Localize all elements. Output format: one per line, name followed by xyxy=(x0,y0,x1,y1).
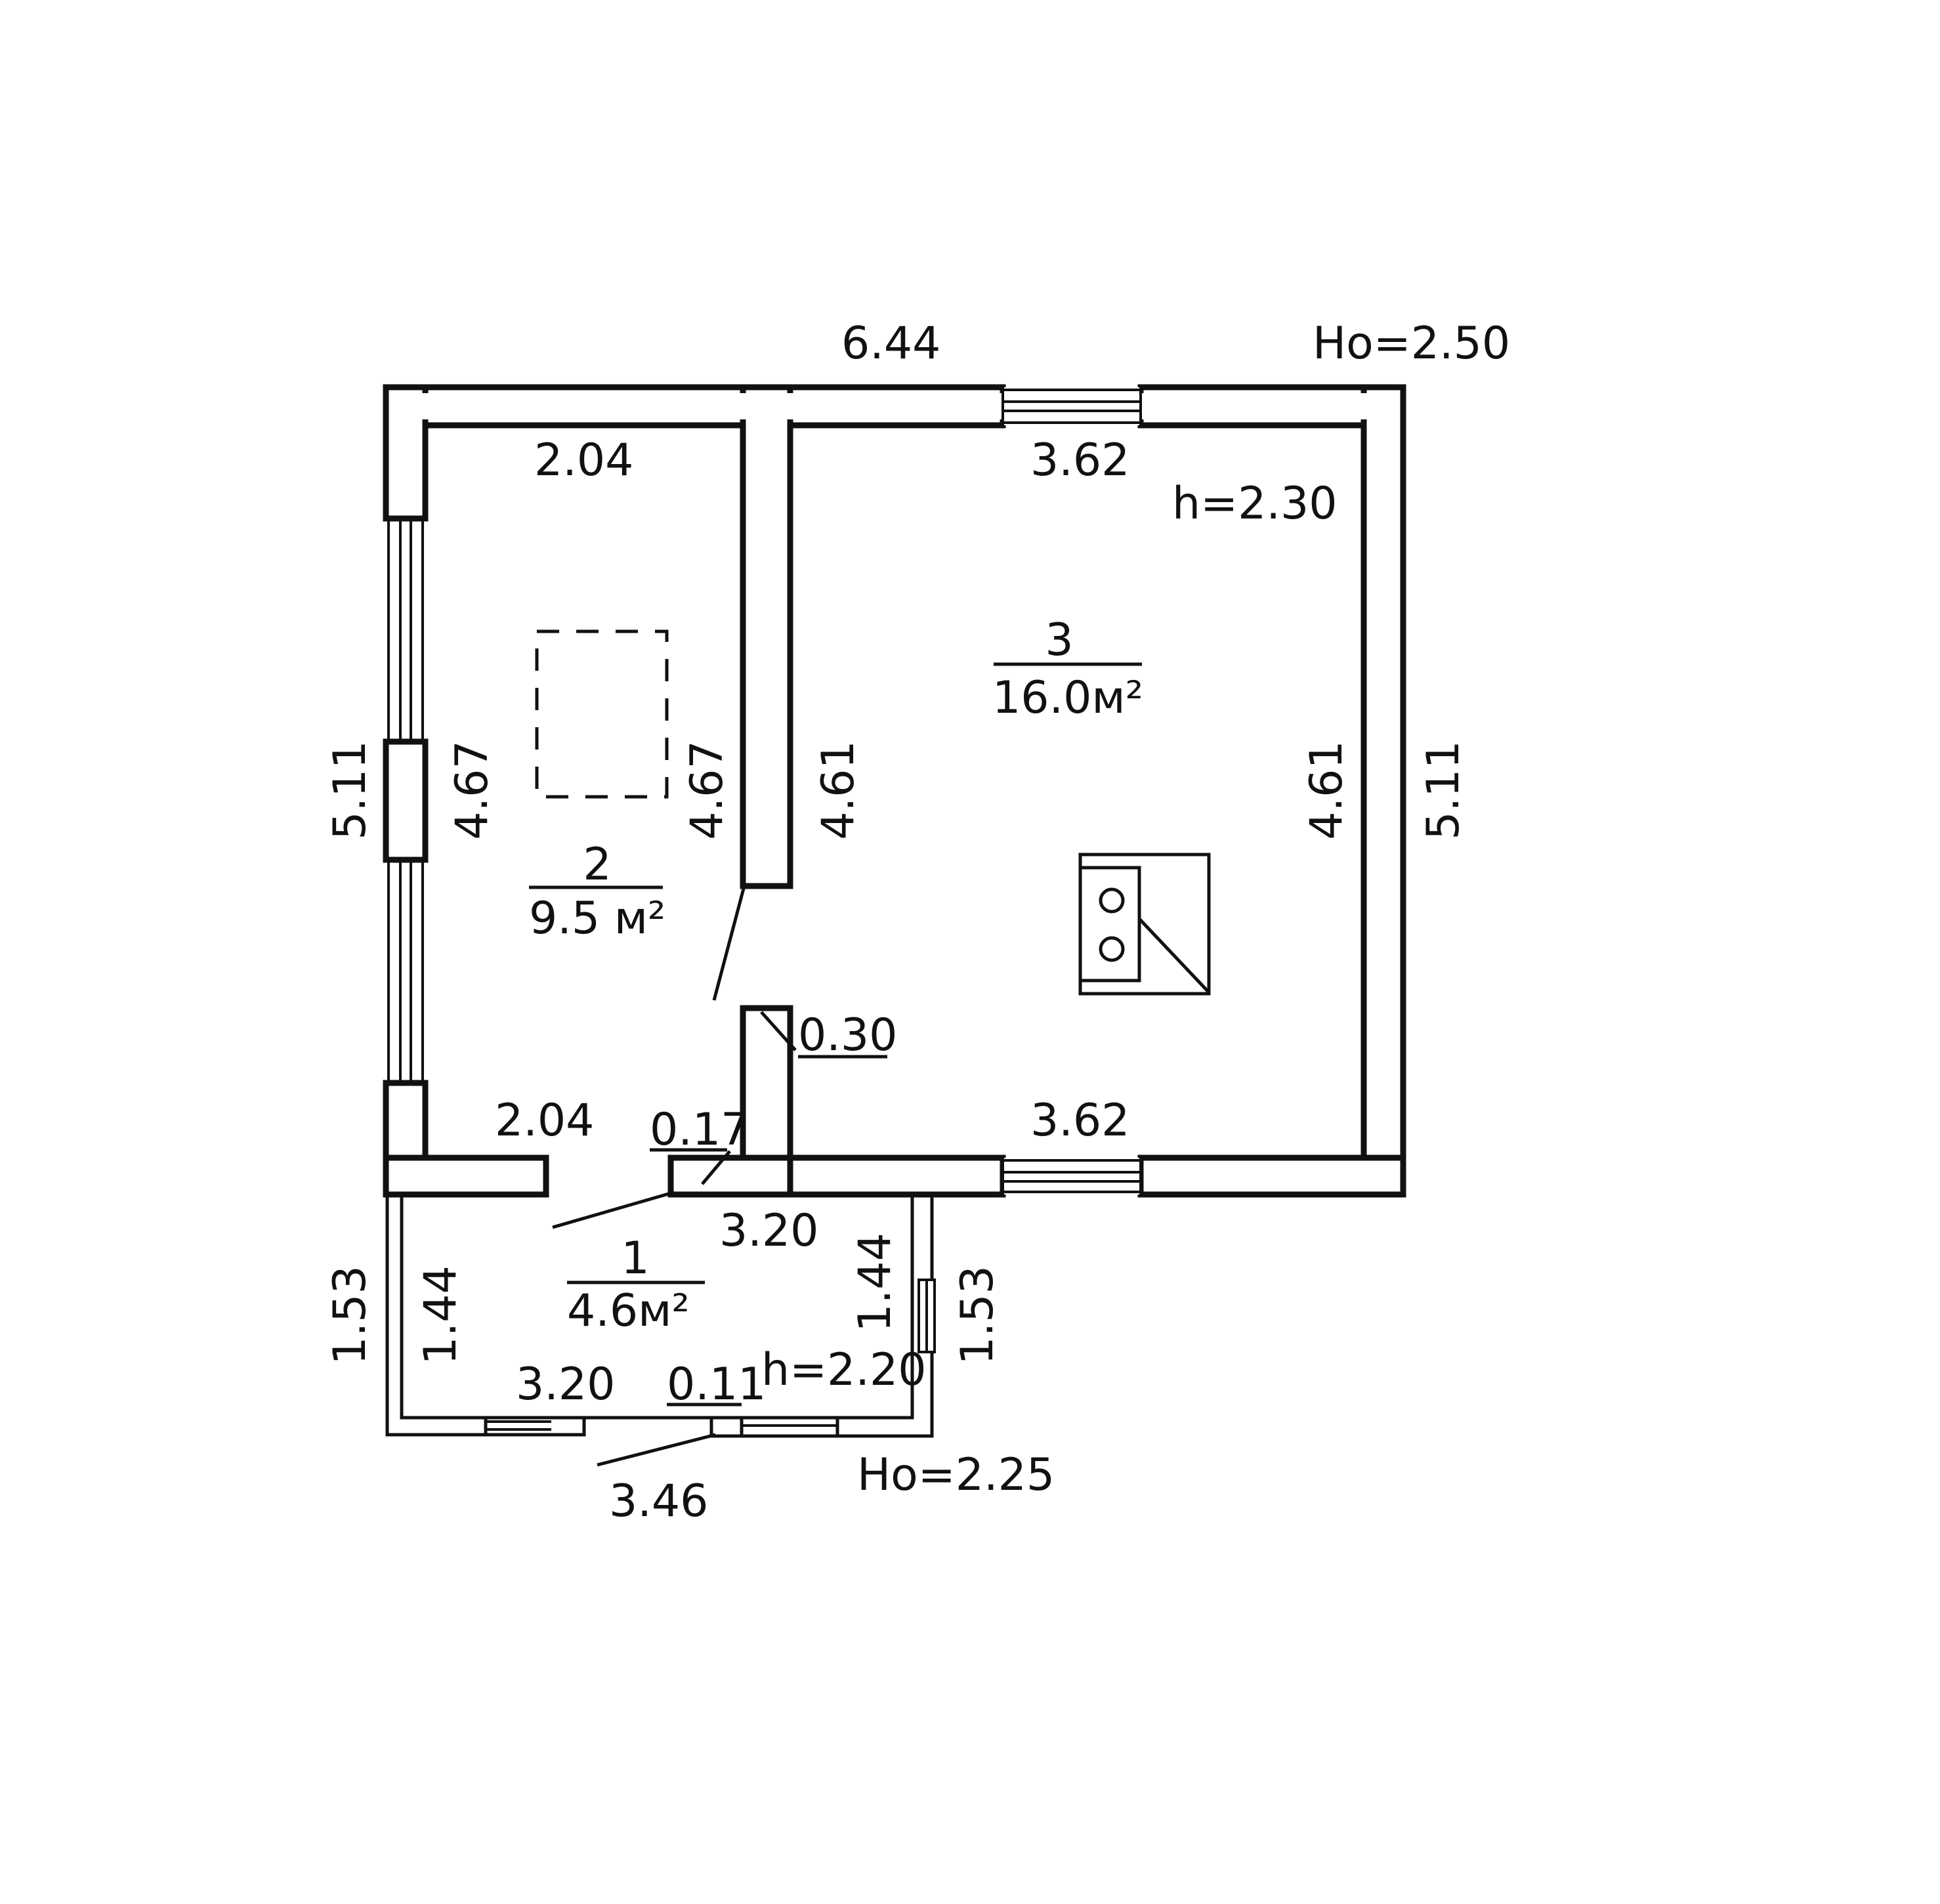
window-left-upper xyxy=(387,518,424,742)
inner-line-bottom-mid xyxy=(669,1006,1003,1195)
room3-number: 3 xyxy=(1045,614,1073,666)
doors xyxy=(552,885,797,1229)
porch-left-outer xyxy=(385,1196,486,1437)
left-wall-pier xyxy=(383,738,429,863)
room2-outer-height: 5.11 xyxy=(324,740,376,839)
top-wall-fill xyxy=(392,393,1396,419)
room3-left-inner-height: 4.61 xyxy=(812,740,864,839)
room1-top-width: 3.20 xyxy=(719,1205,818,1257)
room1-left-outer-height: 1.53 xyxy=(324,1265,376,1365)
room1-area: 4.6м² xyxy=(567,1285,690,1337)
room1-number: 1 xyxy=(621,1233,649,1284)
room1-door-width: 0.17 xyxy=(650,1104,749,1156)
total-width-label: 6.44 xyxy=(841,318,940,370)
porch-door-jamb xyxy=(709,1416,744,1438)
bottom-wall-right xyxy=(1137,1154,1406,1198)
room1-left-inner-height: 1.44 xyxy=(415,1265,467,1365)
partition-foot xyxy=(667,1154,793,1198)
room1-entry-door-width: 0.11 xyxy=(667,1359,766,1410)
room2-number: 2 xyxy=(583,839,611,891)
porch-left-inner xyxy=(400,1196,486,1420)
porch-entry-door xyxy=(597,1433,716,1467)
door-room2-leaf xyxy=(712,885,746,1001)
door-porch-tick xyxy=(701,1150,731,1185)
room3-area: 16.0м² xyxy=(992,672,1143,724)
room2-top-width: 2.04 xyxy=(534,434,633,486)
room1-ceiling: h=2.20 xyxy=(761,1344,926,1396)
door-room3-tick xyxy=(760,1011,797,1051)
door-porch-leaf xyxy=(552,1191,671,1229)
inner-line-bottom-left xyxy=(386,1083,548,1196)
bottom-wall-room2 xyxy=(383,1154,549,1198)
porch-right-inner xyxy=(837,1196,914,1420)
window-bottom xyxy=(1002,1158,1142,1195)
porch-walls xyxy=(385,1196,936,1467)
windows xyxy=(387,387,1142,1195)
room3-outer-height: 5.11 xyxy=(1418,740,1469,839)
room1-outer-width: 3.46 xyxy=(609,1475,708,1527)
room3-top-width: 3.62 xyxy=(1030,434,1129,486)
room3-right-inner-height: 4.61 xyxy=(1301,740,1353,839)
room2-left-inner-height: 4.67 xyxy=(446,740,498,839)
partition-upper xyxy=(740,384,793,889)
room3-bottom-width: 3.62 xyxy=(1030,1095,1129,1147)
porch-right-outer xyxy=(837,1196,934,1438)
stove-outline xyxy=(535,629,669,799)
room3-door-width: 0.30 xyxy=(798,1009,897,1061)
room2-right-inner-height: 4.67 xyxy=(681,740,733,839)
inner-lines xyxy=(386,423,1366,1196)
outer-height-porch-label: Ho=2.25 xyxy=(857,1449,1055,1501)
room1-right-inner-height: 1.44 xyxy=(849,1233,901,1332)
room3-ceiling: h=2.30 xyxy=(1172,478,1337,530)
cooker-icon xyxy=(1078,853,1211,996)
window-left-lower xyxy=(387,860,424,1083)
inner-line-right xyxy=(1141,423,1366,1160)
room2-area: 9.5 м² xyxy=(529,893,665,944)
room2-bottom-width: 2.04 xyxy=(495,1095,594,1147)
outer-height-main-label: Ho=2.50 xyxy=(1313,318,1510,370)
right-wall xyxy=(1360,384,1406,1198)
room1-right-outer-height: 1.53 xyxy=(952,1265,1003,1365)
window-top xyxy=(1002,387,1142,425)
porch-window-frame xyxy=(484,1416,586,1437)
room1-bottom-width: 3.20 xyxy=(516,1359,615,1410)
